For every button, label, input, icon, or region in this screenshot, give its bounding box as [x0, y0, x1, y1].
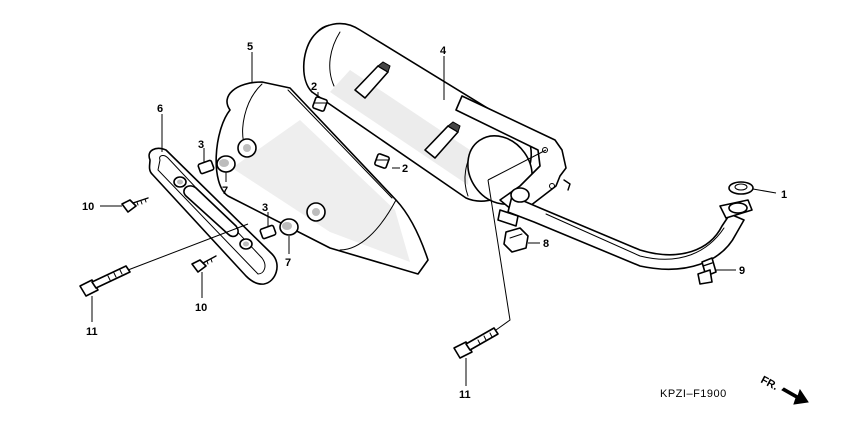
callout-2-upper: 2 — [311, 81, 317, 93]
callout-9: 9 — [739, 265, 745, 277]
leader-lines — [91, 52, 777, 386]
hanger-nut — [503, 227, 529, 253]
exhaust-gasket — [728, 181, 754, 195]
screw-lower — [191, 255, 217, 273]
screw-upper — [121, 197, 149, 213]
diagram-code: KPZI–F1900 — [660, 388, 727, 400]
collar-lower — [374, 153, 390, 169]
heat-shield — [215, 81, 429, 275]
protector-plate — [148, 147, 278, 285]
grommet-lower — [279, 218, 299, 236]
callout-8: 8 — [543, 238, 549, 250]
callout-10-lower: 10 — [195, 302, 207, 314]
front-direction-indicator: FR. — [759, 374, 809, 405]
callout-6: 6 — [157, 103, 163, 115]
bolt-bottom — [453, 327, 499, 359]
callout-2-lower: 2 — [402, 163, 408, 175]
grommet-upper — [216, 155, 236, 173]
bolt-left — [79, 265, 131, 297]
spacer-collar-upper — [197, 159, 215, 175]
callout-10-upper: 10 — [82, 201, 94, 213]
callout-5: 5 — [247, 41, 253, 53]
callout-1: 1 — [781, 189, 787, 201]
callout-11-left: 11 — [86, 326, 98, 338]
spacer-collar-lower — [259, 224, 277, 240]
front-direction-label: FR. — [759, 374, 780, 393]
callout-7-lower: 7 — [285, 257, 291, 269]
front-arrow-icon — [781, 387, 809, 405]
exhaust-pipe — [497, 187, 753, 270]
callout-11-bottom: 11 — [459, 389, 471, 401]
callout-3-lower: 3 — [262, 202, 268, 214]
callout-4: 4 — [440, 45, 447, 57]
collar-upper — [312, 96, 328, 112]
callout-3-upper: 3 — [198, 139, 204, 151]
flange-nut — [697, 257, 717, 285]
callout-7-upper: 7 — [222, 185, 228, 197]
